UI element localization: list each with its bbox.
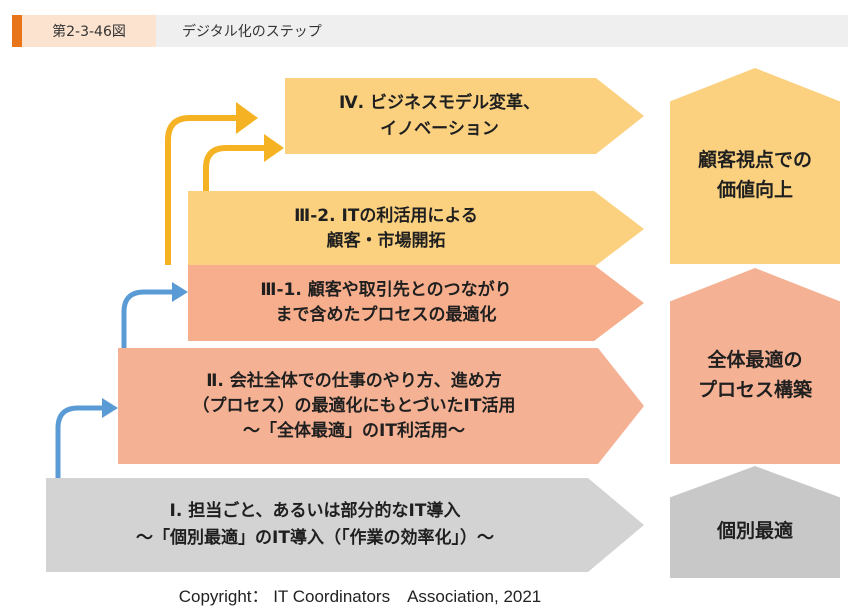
step-2-company-wide: Ⅱ. 会社全体での仕事のやり方、進め方 （プロセス）の最適化にもとづいたIT活用… <box>118 348 644 464</box>
figure-title: デジタル化のステップ <box>182 24 322 40</box>
step-4-business-model: Ⅳ. ビジネスモデル変革、 イノベーション <box>285 78 644 154</box>
step-3-2-market: Ⅲ-2. ITの利活用による 顧客・市場開拓 <box>188 191 644 267</box>
header-accent <box>12 15 22 47</box>
outcome-overall-process: 全体最適の プロセス構築 <box>670 268 840 464</box>
arrow-step3-to-step4-inner <box>203 134 284 191</box>
outcome-customer-value: 顧客視点での 価値向上 <box>670 68 840 264</box>
copyright-text: Copyright： IT Coordinators Association, … <box>178 587 542 606</box>
arrow-step1-to-step2 <box>55 398 118 478</box>
step-1-individual: Ⅰ. 担当ごと、あるいは部分的なIT導入 ～「個別最適」のIT導入（「作業の効率… <box>46 478 644 572</box>
arrow-step2-to-step3-1 <box>121 282 188 348</box>
arrow-step3-to-step4-outer <box>165 102 258 265</box>
step-3-1-partners: Ⅲ-1. 顧客や取引先とのつながり まで含めたプロセスの最適化 <box>188 265 644 341</box>
figure-number: 第2-3-46図 <box>22 15 156 47</box>
